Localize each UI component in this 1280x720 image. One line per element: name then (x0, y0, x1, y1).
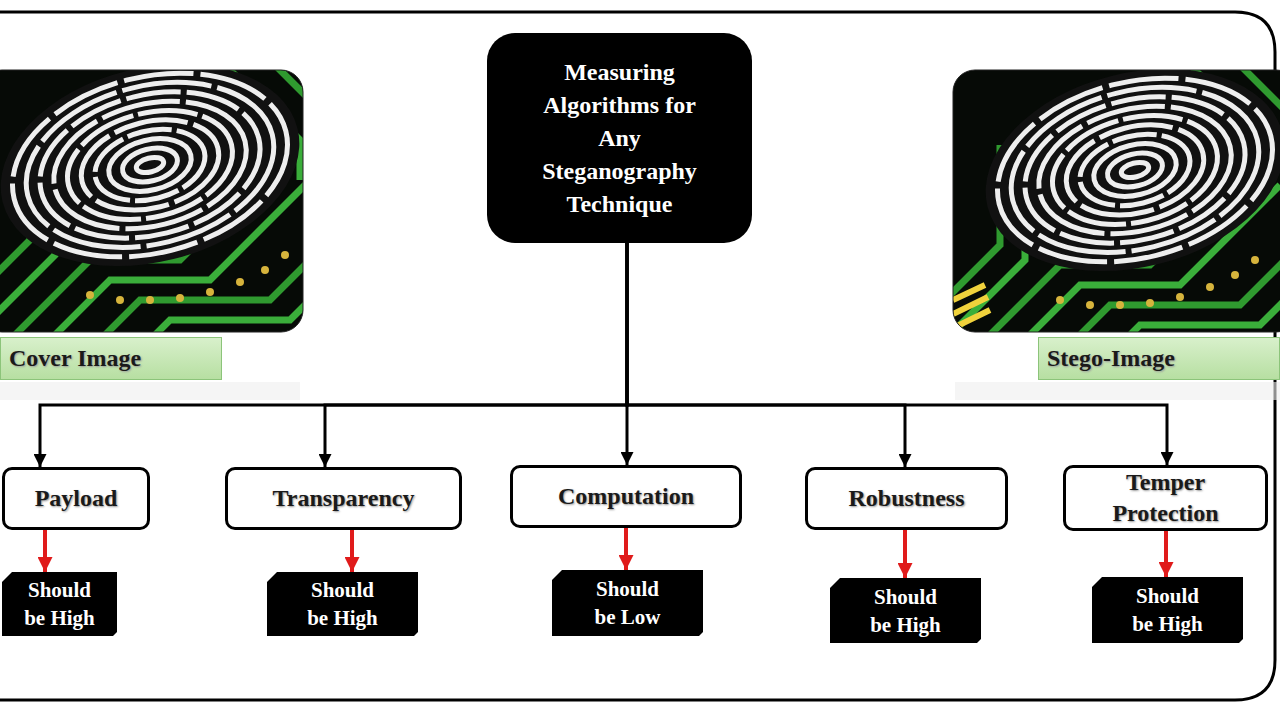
connector-arrow (325, 243, 627, 467)
requirement-text: Should be High (864, 583, 948, 639)
requirement-text: Should be High (18, 576, 102, 632)
criterion-box: Robustness (805, 467, 1008, 530)
node-text: Payload (35, 483, 118, 514)
yellow-traces (953, 285, 990, 328)
image-label-text: Cover Image (9, 345, 141, 372)
node-text: Transparency (273, 483, 415, 514)
connector-arrow (350, 530, 354, 572)
node-text: Robustness (848, 483, 964, 514)
tag-fill (2, 572, 117, 636)
connector-arrow (1164, 531, 1168, 577)
connector-arrow (903, 530, 907, 578)
connector-arrow (40, 243, 627, 467)
image-border (953, 70, 1280, 332)
criterion-box: Transparency (225, 467, 462, 530)
stego-image-art (953, 70, 1280, 332)
image-reflection (955, 382, 1280, 400)
node-text: Measuring Algorithms for Any Steganograp… (522, 56, 717, 221)
requirement-tag: Should be High (830, 578, 981, 643)
tag-fill (1092, 577, 1243, 643)
fingerprint-art (0, 70, 303, 296)
criterion-box: Payload (2, 467, 150, 530)
connector-arrow (624, 528, 628, 570)
image-label: Stego-Image (1038, 337, 1280, 380)
requirement-text: Should be High (301, 576, 385, 632)
node-text: Temper Protection (1078, 467, 1253, 529)
image-label-text: Stego-Image (1047, 345, 1175, 372)
criterion-box: Temper Protection (1063, 465, 1268, 531)
requirement-tag: Should be High (2, 572, 117, 636)
tag-fill (830, 578, 981, 643)
image-label: Cover Image (0, 337, 222, 380)
requirement-tag: Should be High (1092, 577, 1243, 643)
tag-fill (552, 570, 703, 636)
connector-arrow (627, 243, 905, 467)
connector-arrow (43, 530, 47, 572)
fingerprint-art (964, 70, 1280, 301)
requirement-text: Should be Low (586, 575, 670, 631)
requirement-tag: Should be High (267, 572, 418, 636)
root-box: Measuring Algorithms for Any Steganograp… (487, 33, 752, 243)
connector-arrow (626, 243, 629, 465)
connector-arrow (627, 243, 1167, 465)
image-reflection (0, 382, 300, 400)
tag-fill (267, 572, 418, 636)
requirement-tag: Should be Low (552, 570, 703, 636)
node-text: Computation (558, 481, 694, 512)
image-border (0, 70, 303, 332)
criterion-box: Computation (510, 465, 742, 528)
cover-image-art (0, 70, 303, 332)
requirement-text: Should be High (1126, 582, 1210, 638)
